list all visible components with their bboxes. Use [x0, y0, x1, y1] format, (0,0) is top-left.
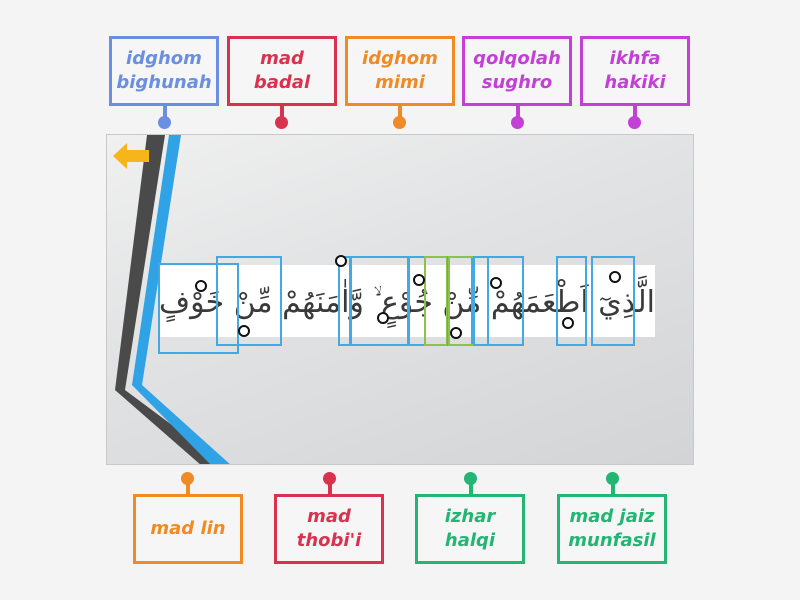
hotspot-marker — [609, 271, 621, 283]
hotspot-marker — [238, 325, 250, 337]
label-text: mad badal — [253, 48, 311, 93]
pin-dot[interactable] — [628, 116, 641, 129]
drop-target[interactable] — [350, 256, 409, 346]
drop-target[interactable] — [216, 256, 282, 346]
pin-dot[interactable] — [464, 472, 477, 485]
label-text: mad jaiz munfasil — [568, 506, 656, 551]
pin-stem — [163, 106, 167, 118]
label-mad-thobii[interactable]: mad thobi'i — [274, 494, 384, 564]
pin-stem — [328, 482, 332, 494]
hotspot-marker — [562, 317, 574, 329]
label-text: qolqolah sughro — [473, 48, 561, 93]
pin-stem — [469, 482, 473, 494]
back-arrow-icon[interactable] — [111, 141, 151, 175]
pin-dot[interactable] — [606, 472, 619, 485]
arabic-verse: الَّذِيٓ اَطْعَمَهُمْ مِّنْ جُوْعٍ ۙ وَّ… — [159, 285, 655, 320]
hotspot-marker — [413, 274, 425, 286]
label-text: idghom bighunah — [116, 48, 212, 93]
label-ikhfa-hakiki[interactable]: ikhfa hakiki — [580, 36, 690, 106]
hotspot-marker — [450, 327, 462, 339]
label-izhar-halqi[interactable]: izhar halqi — [415, 494, 525, 564]
pin-stem — [186, 482, 190, 494]
drop-target[interactable] — [556, 256, 587, 346]
label-text: ikhfa hakiki — [604, 48, 666, 93]
label-text: mad thobi'i — [296, 506, 362, 551]
label-mad-badal[interactable]: mad badal — [227, 36, 337, 106]
label-mad-lin[interactable]: mad lin — [133, 494, 243, 564]
pin-dot[interactable] — [511, 116, 524, 129]
pin-dot[interactable] — [393, 116, 406, 129]
pin-dot[interactable] — [323, 472, 336, 485]
hotspot-marker — [195, 280, 207, 292]
label-idghom-bighunah[interactable]: idghom bighunah — [109, 36, 219, 106]
pin-stem — [280, 106, 284, 118]
pin-stem — [611, 482, 615, 494]
label-text: mad lin — [150, 518, 226, 539]
drop-target[interactable] — [424, 256, 448, 346]
label-idghom-mimi[interactable]: idghom mimi — [345, 36, 455, 106]
drop-target[interactable] — [158, 263, 239, 354]
hotspot-marker — [490, 277, 502, 289]
pin-dot[interactable] — [275, 116, 288, 129]
drop-target[interactable] — [591, 256, 635, 346]
pin-dot[interactable] — [158, 116, 171, 129]
label-mad-jaiz-munfasil[interactable]: mad jaiz munfasil — [557, 494, 667, 564]
hotspot-marker — [335, 255, 347, 267]
quran-verse-slide: الَّذِيٓ اَطْعَمَهُمْ مِّنْ جُوْعٍ ۙ وَّ… — [106, 134, 694, 465]
pin-stem — [633, 106, 637, 118]
pin-stem — [398, 106, 402, 118]
pin-dot[interactable] — [181, 472, 194, 485]
pin-stem — [516, 106, 520, 118]
drop-target[interactable] — [487, 256, 524, 346]
hotspot-marker — [377, 312, 389, 324]
label-text: izhar halqi — [444, 506, 496, 551]
slide-decoration — [115, 135, 230, 464]
label-text: idghom mimi — [362, 48, 438, 93]
label-qolqolah-sughro[interactable]: qolqolah sughro — [462, 36, 572, 106]
